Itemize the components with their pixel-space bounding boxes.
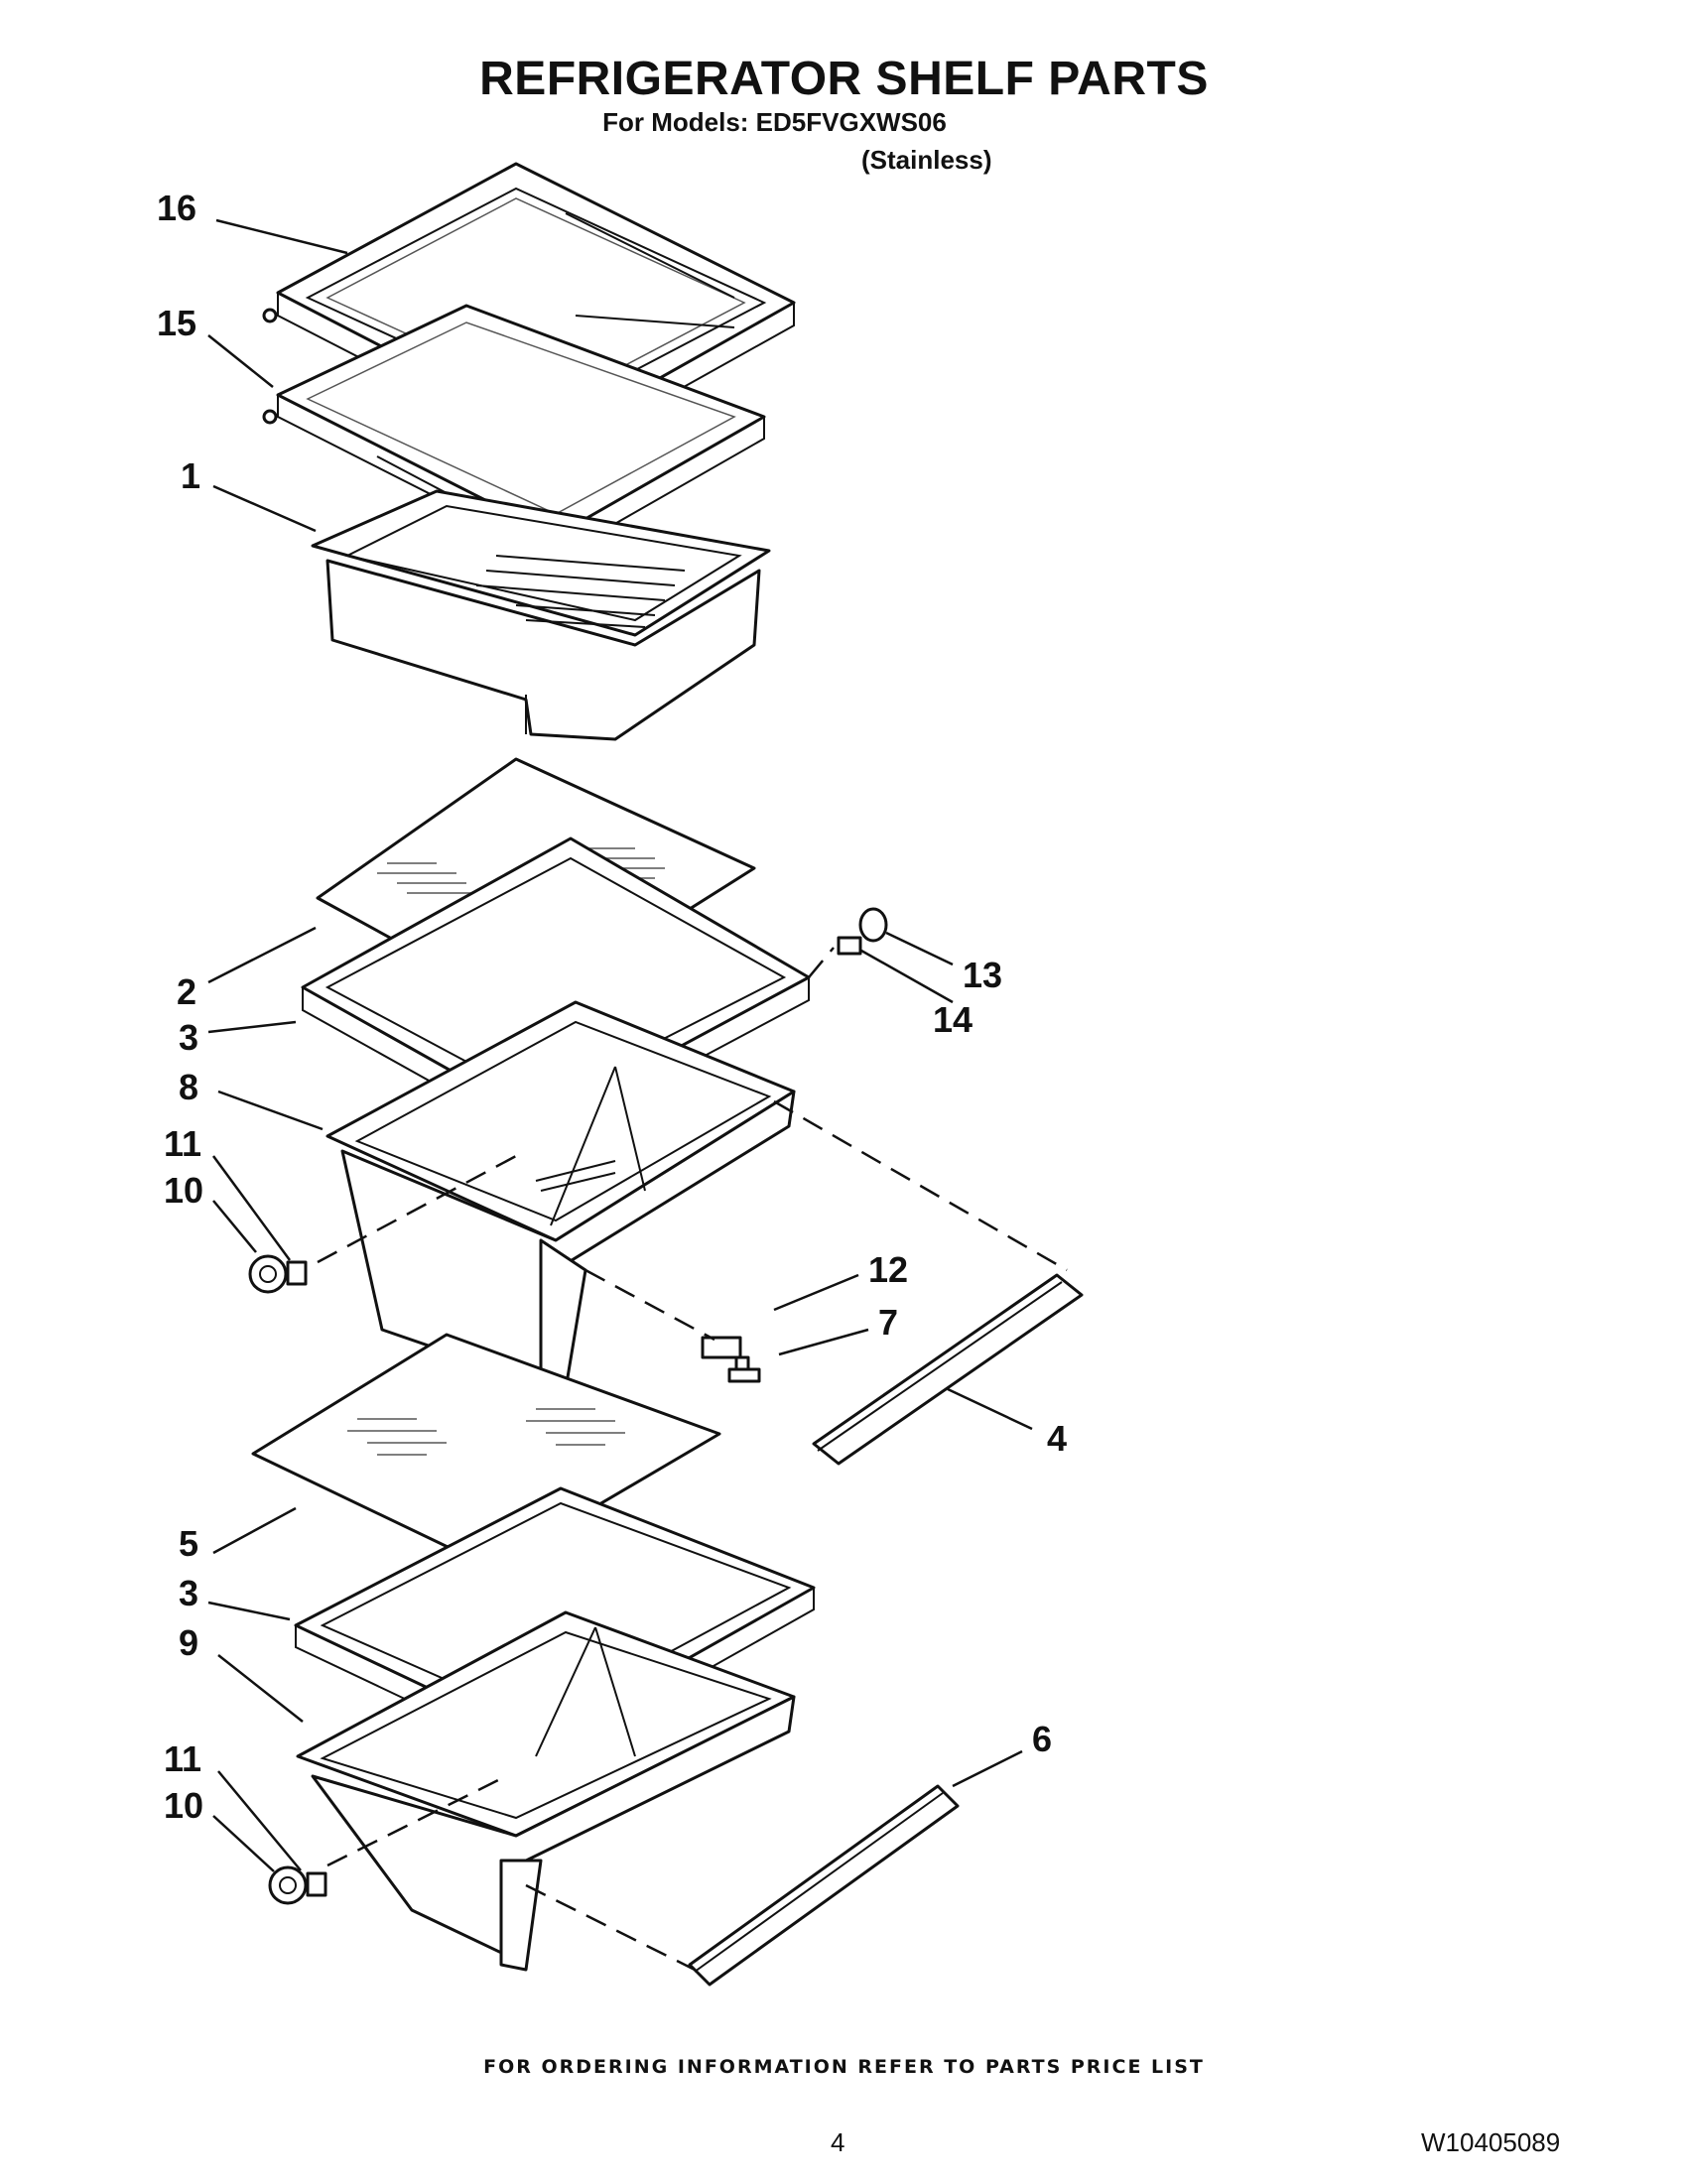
- callout-11-lower: 11: [164, 1738, 201, 1779]
- callout-2: 2: [177, 971, 196, 1012]
- callout-11-upper: 11: [164, 1123, 201, 1164]
- leader-lines: [207, 218, 1033, 1872]
- part-9-drawer-lower: [296, 1610, 796, 1972]
- part-15-shelf-frame: [262, 304, 766, 560]
- callout-9: 9: [179, 1622, 198, 1663]
- callout-6: 6: [1032, 1719, 1052, 1759]
- part-13-14-fastener: [837, 907, 888, 956]
- models-line: For Models: ED5FVGXWS06: [602, 107, 947, 137]
- page-title: REFRIGERATOR SHELF PARTS: [479, 53, 1209, 105]
- callout-16: 16: [157, 188, 196, 228]
- callout-10-lower: 10: [164, 1785, 203, 1826]
- callout-14: 14: [933, 999, 973, 1040]
- callout-13: 13: [963, 955, 1002, 995]
- callout-5: 5: [179, 1523, 198, 1564]
- part-12-7-label-clip: [701, 1336, 761, 1383]
- part-10-11-wheel-lower: [268, 1865, 327, 1905]
- page-number: 4: [831, 2127, 845, 2157]
- part-5-glass-panel: [251, 1333, 721, 1570]
- callout-3-lower: 3: [179, 1573, 198, 1613]
- callout-8: 8: [179, 1067, 198, 1107]
- ordering-note: FOR ORDERING INFORMATION REFER TO PARTS …: [483, 2056, 1205, 2078]
- part-4-trim-strip: [812, 1273, 1084, 1466]
- part-10-11-wheel-upper: [248, 1254, 308, 1294]
- callout-15: 15: [157, 303, 196, 343]
- assembly-dashed-lines: [317, 947, 1068, 1972]
- callout-3-upper: 3: [179, 1017, 198, 1058]
- callout-1: 1: [181, 455, 200, 496]
- part-6-trim-strip: [688, 1784, 960, 1987]
- callout-12: 12: [868, 1249, 908, 1290]
- callout-4: 4: [1047, 1418, 1067, 1459]
- part-1-crisper-tray: [311, 489, 771, 741]
- document-number: W10405089: [1421, 2127, 1561, 2157]
- callout-7: 7: [878, 1302, 898, 1343]
- callout-10-upper: 10: [164, 1170, 203, 1211]
- finish-label: (Stainless): [861, 145, 992, 175]
- callout-labels: 16 15 1 2 3 8 11 10 13 14 12 7 4 5 3 9 1…: [157, 188, 1067, 1826]
- part-8-drawer-upper: [325, 1000, 796, 1391]
